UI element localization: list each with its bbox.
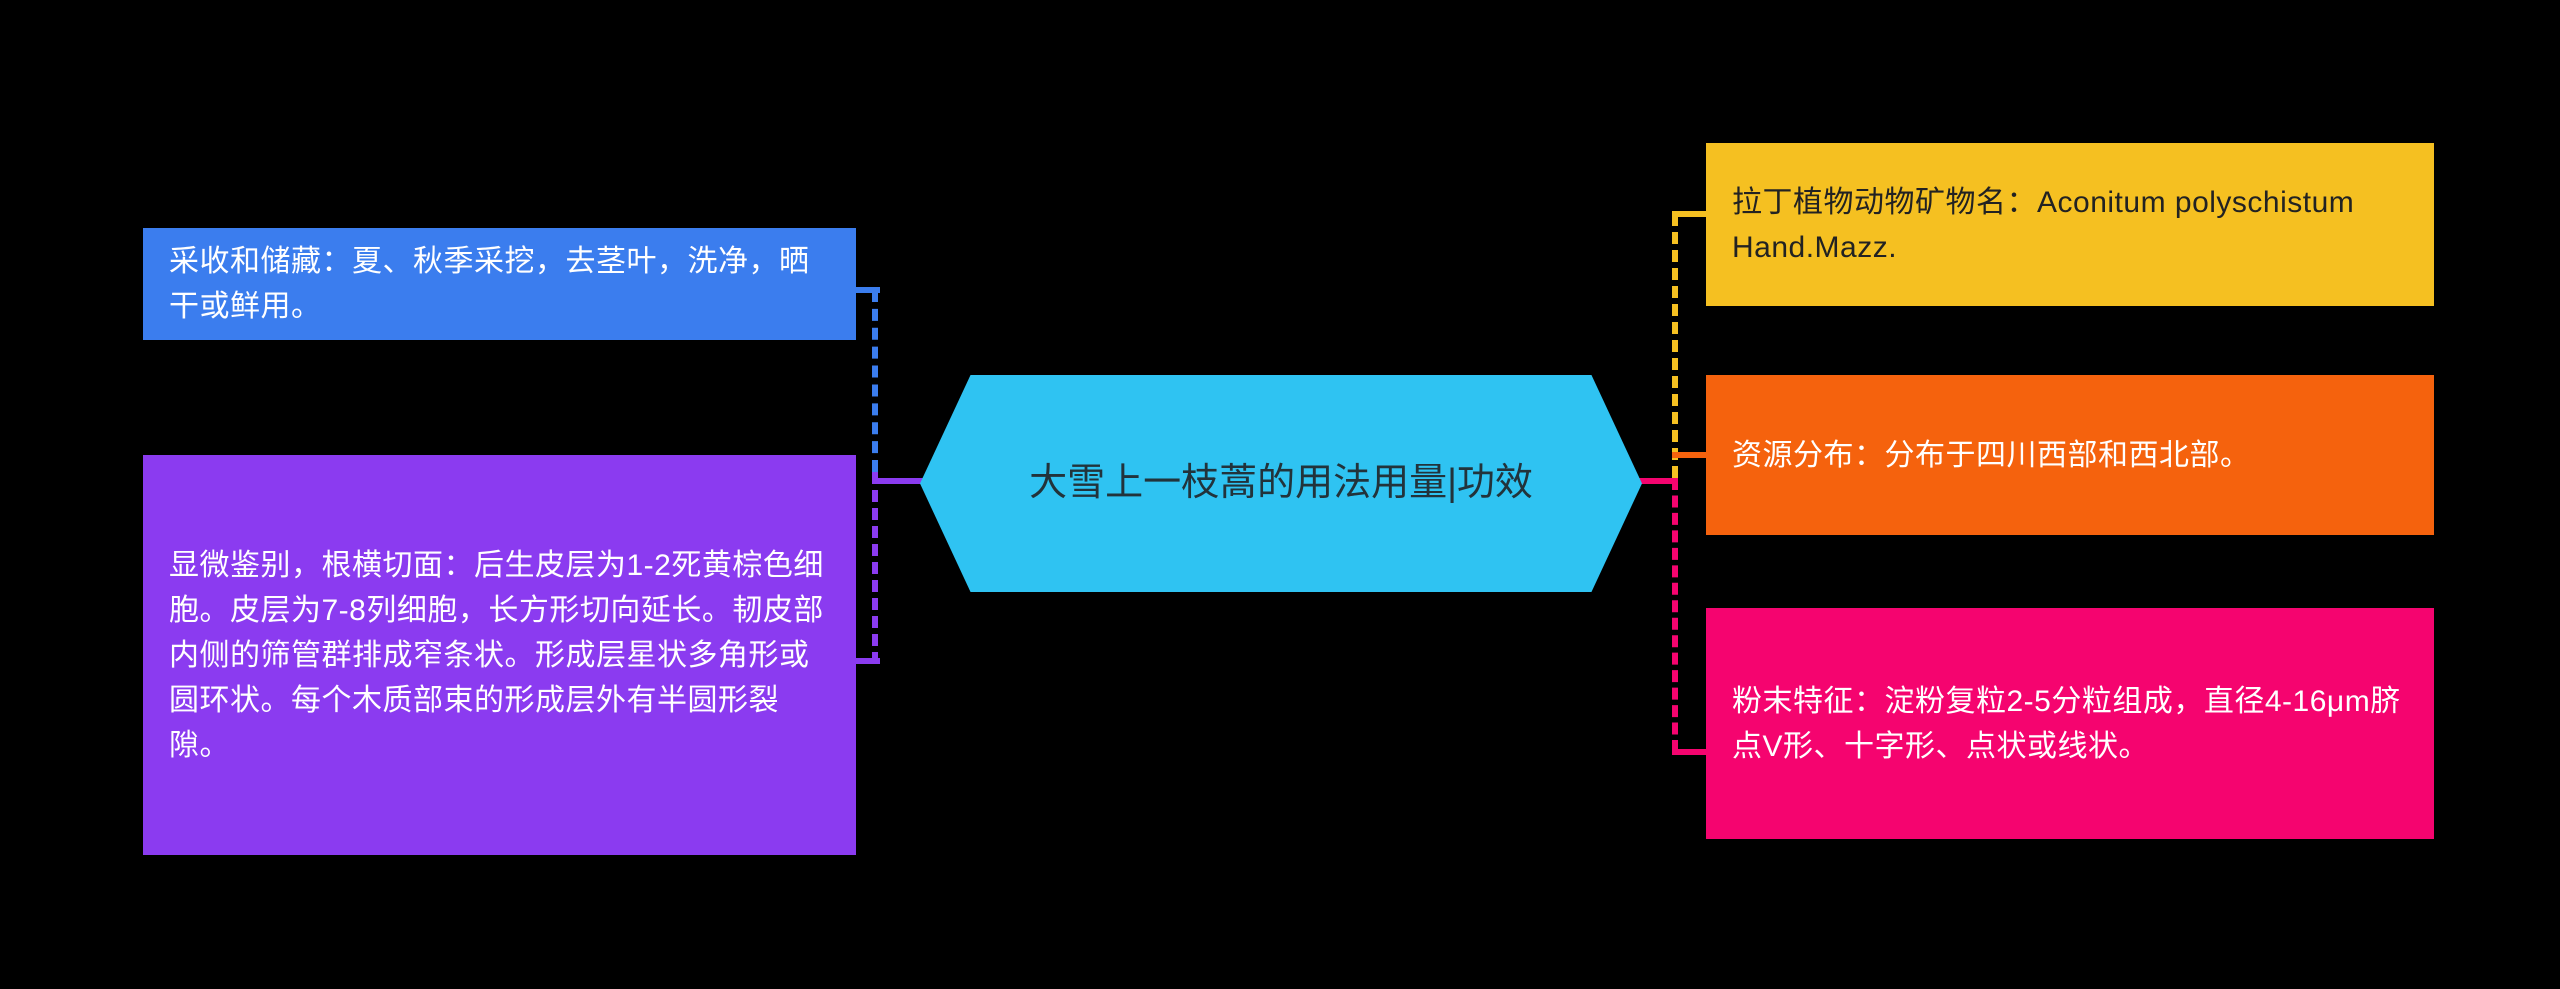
connector-left-to-center [872, 478, 934, 484]
node-latin-name[interactable]: 拉丁植物动物矿物名：Aconitum polyschistum Hand.Maz… [1706, 143, 2434, 306]
node-central-topic[interactable]: 大雪上一枝蒿的用法用量|功效 [920, 375, 1642, 592]
node-harvest-and-storage-label: 采收和储藏：夏、秋季采挖，去茎叶，洗净，晒干或鲜用。 [169, 245, 810, 323]
node-powder-characteristics[interactable]: 粉末特征：淀粉复粒2-5分粒组成，直径4-16μm脐点V形、十字形、点状或线状。 [1706, 608, 2434, 839]
connector-right-spine-upper [1672, 214, 1678, 478]
connector-stub-powder-characteristics [1672, 749, 1712, 755]
node-microscopic-identification[interactable]: 显微鉴别，根横切面：后生皮层为1-2死黄棕色细胞。皮层为7-8列细胞，长方形切向… [143, 455, 856, 855]
node-powder-characteristics-label: 粉末特征：淀粉复粒2-5分粒组成，直径4-16μm脐点V形、十字形、点状或线状。 [1732, 684, 2401, 763]
node-resource-distribution-label: 资源分布：分布于四川西部和西北部。 [1732, 438, 2251, 472]
connector-stub-harvest-and-storage [840, 287, 880, 293]
node-resource-distribution[interactable]: 资源分布：分布于四川西部和西北部。 [1706, 375, 2434, 535]
node-harvest-and-storage[interactable]: 采收和储藏：夏、秋季采挖，去茎叶，洗净，晒干或鲜用。 [143, 228, 856, 340]
connector-left-spine-lower [872, 472, 878, 664]
connector-stub-latin-name [1672, 211, 1712, 217]
node-microscopic-identification-label: 显微鉴别，根横切面：后生皮层为1-2死黄棕色细胞。皮层为7-8列细胞，长方形切向… [169, 548, 824, 762]
connector-stub-microscopic-identification [840, 658, 880, 664]
connector-left-spine-upper [872, 290, 878, 472]
node-latin-name-label: 拉丁植物动物矿物名：Aconitum polyschistum Hand.Maz… [1732, 185, 2355, 264]
node-central-topic-label: 大雪上一枝蒿的用法用量|功效 [1029, 461, 1533, 504]
connector-stub-resource-distribution [1672, 452, 1712, 458]
connector-right-spine-lower [1672, 478, 1678, 752]
connector-center-to-right [1628, 478, 1678, 484]
